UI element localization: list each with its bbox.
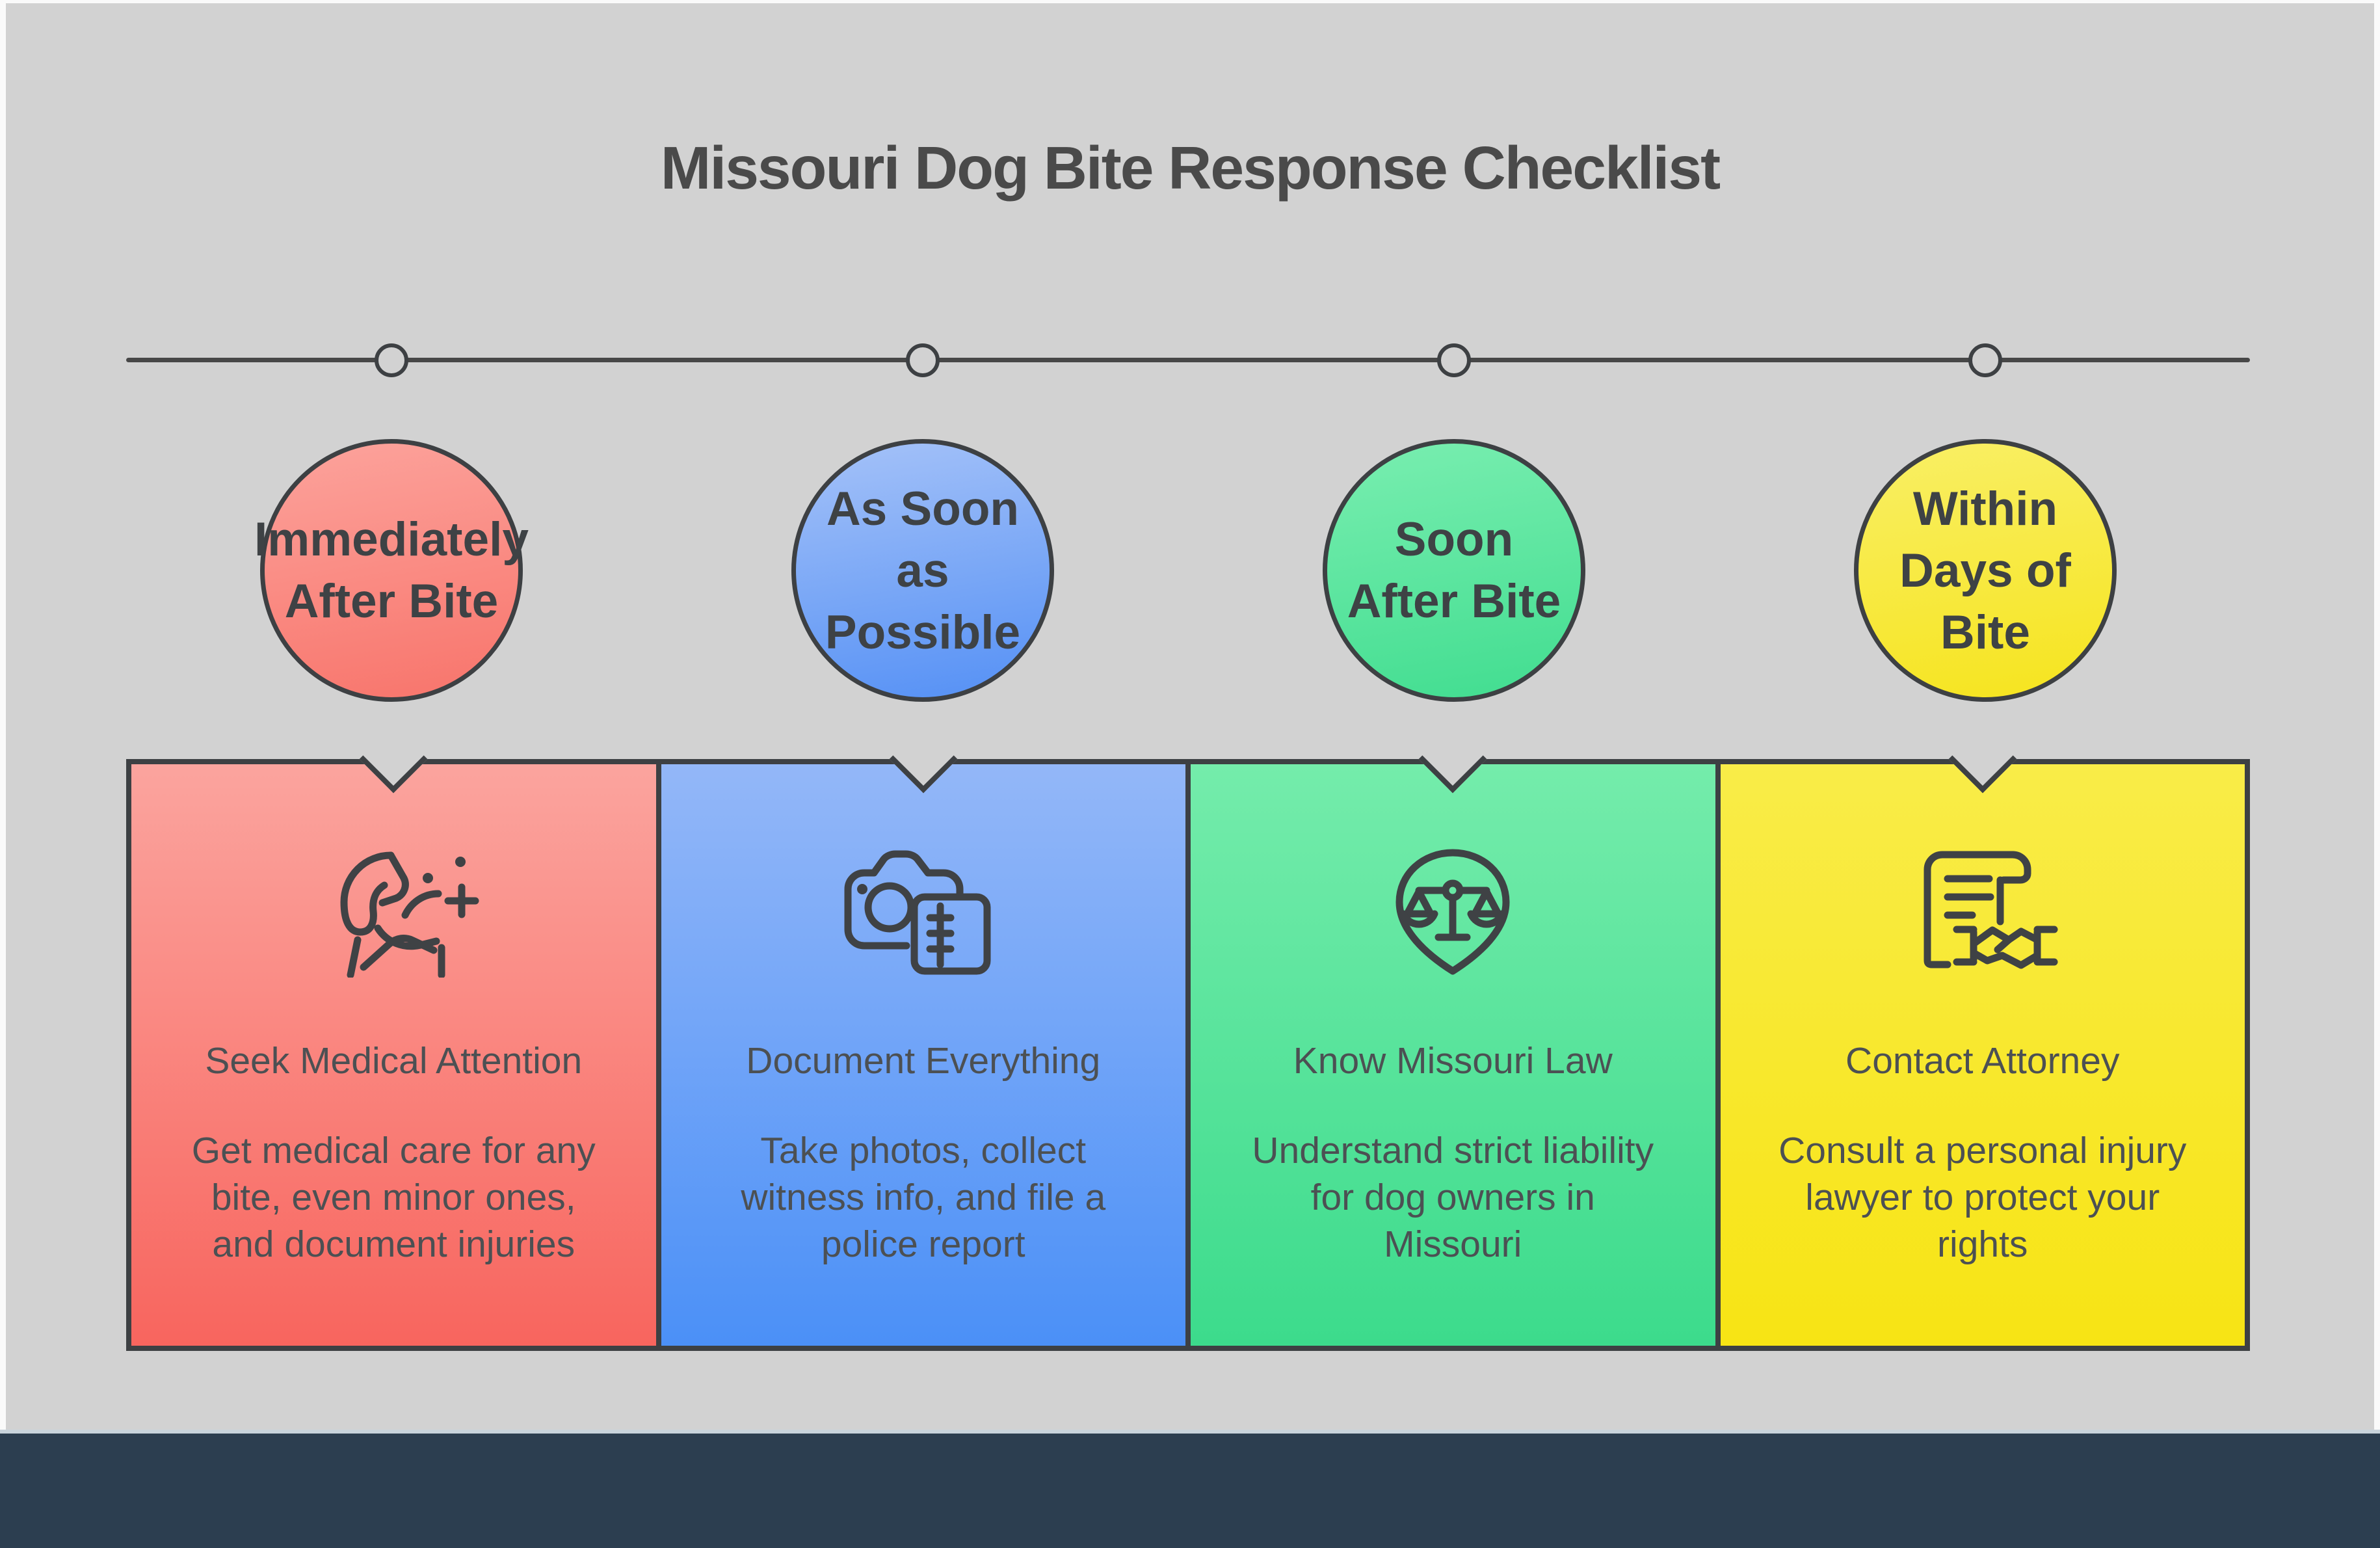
card-title: Document Everything — [746, 1040, 1101, 1082]
badge-line: Soon — [1394, 513, 1514, 566]
card-body-line: rights — [1937, 1223, 2028, 1265]
card-body-line: bite, even minor ones, — [211, 1177, 576, 1218]
card-title: Know Missouri Law — [1293, 1040, 1613, 1082]
badge-line: Immediately — [254, 513, 529, 566]
checklist-cards: Seek Medical Attention Get medical care … — [126, 725, 2250, 1351]
card-contact-attorney: Contact Attorney Consult a personal inju… — [1715, 725, 2245, 1346]
timeline-badge-immediately-after-bite: Immediately After Bite — [254, 439, 529, 702]
card-document-everything: Document Everything Take photos, collect… — [655, 725, 1185, 1346]
card-body-line: for dog owners in — [1310, 1177, 1595, 1218]
badge-line: After Bite — [284, 575, 499, 628]
badge-line: Bite — [1940, 606, 2030, 659]
card-title: Seek Medical Attention — [205, 1040, 583, 1082]
card-body-line: Understand strict liability — [1252, 1130, 1654, 1171]
card-body: Consult a personal injury lawyer to prot… — [1778, 1127, 2186, 1268]
justice-scales-pin-icon — [1395, 849, 1510, 975]
contract-handshake-icon — [1924, 851, 2058, 969]
timeline-badge-as-soon-as-possible: As Soon as Possible — [791, 439, 1054, 702]
timeline-node-4 — [1968, 343, 2002, 377]
card-body: Take photos, collect witness info, and f… — [741, 1127, 1105, 1268]
footer-separator — [0, 1430, 2380, 1434]
card-seek-medical-attention: Seek Medical Attention Get medical care … — [131, 725, 656, 1346]
card-body: Understand strict liability for dog owne… — [1252, 1127, 1654, 1268]
card-body-line: Missouri — [1384, 1223, 1522, 1265]
badge-line: As Soon — [826, 482, 1020, 535]
footer-bar — [0, 1434, 2380, 1548]
timeline-line — [126, 358, 2250, 362]
card-body-line: Take photos, collect — [760, 1130, 1087, 1171]
card-body-line: and document injuries — [212, 1223, 575, 1265]
timeline-badge-within-days-of-bite: Within Days of Bite — [1854, 439, 2117, 702]
card-body-line: witness info, and file a — [741, 1177, 1106, 1218]
timeline-badge-soon-after-bite: Soon After Bite — [1323, 439, 1585, 702]
card-title: Contact Attorney — [1845, 1040, 2120, 1082]
card-know-missouri-law: Know Missouri Law Understand strict liab… — [1185, 725, 1715, 1346]
badge-line: Within — [1912, 482, 2058, 535]
card-body: Get medical care for any bite, even mino… — [192, 1127, 596, 1268]
badge-line: After Bite — [1347, 575, 1561, 628]
page-title: Missouri Dog Bite Response Checklist — [660, 134, 1721, 202]
badge-line: Days of — [1899, 544, 2071, 597]
timeline-node-1 — [375, 343, 408, 377]
camera-notebook-icon — [844, 850, 991, 975]
card-body-line: lawyer to protect your — [1805, 1177, 2160, 1218]
medical-attention-icon — [340, 851, 479, 978]
badge-line: as — [896, 544, 949, 597]
card-body-line: Get medical care for any — [191, 1130, 596, 1171]
badge-line: Possible — [825, 606, 1021, 659]
timeline-node-3 — [1437, 343, 1471, 377]
card-body-line: Consult a personal injury — [1778, 1130, 2187, 1171]
card-body-line: police report — [821, 1223, 1025, 1265]
timeline-node-2 — [906, 343, 940, 377]
